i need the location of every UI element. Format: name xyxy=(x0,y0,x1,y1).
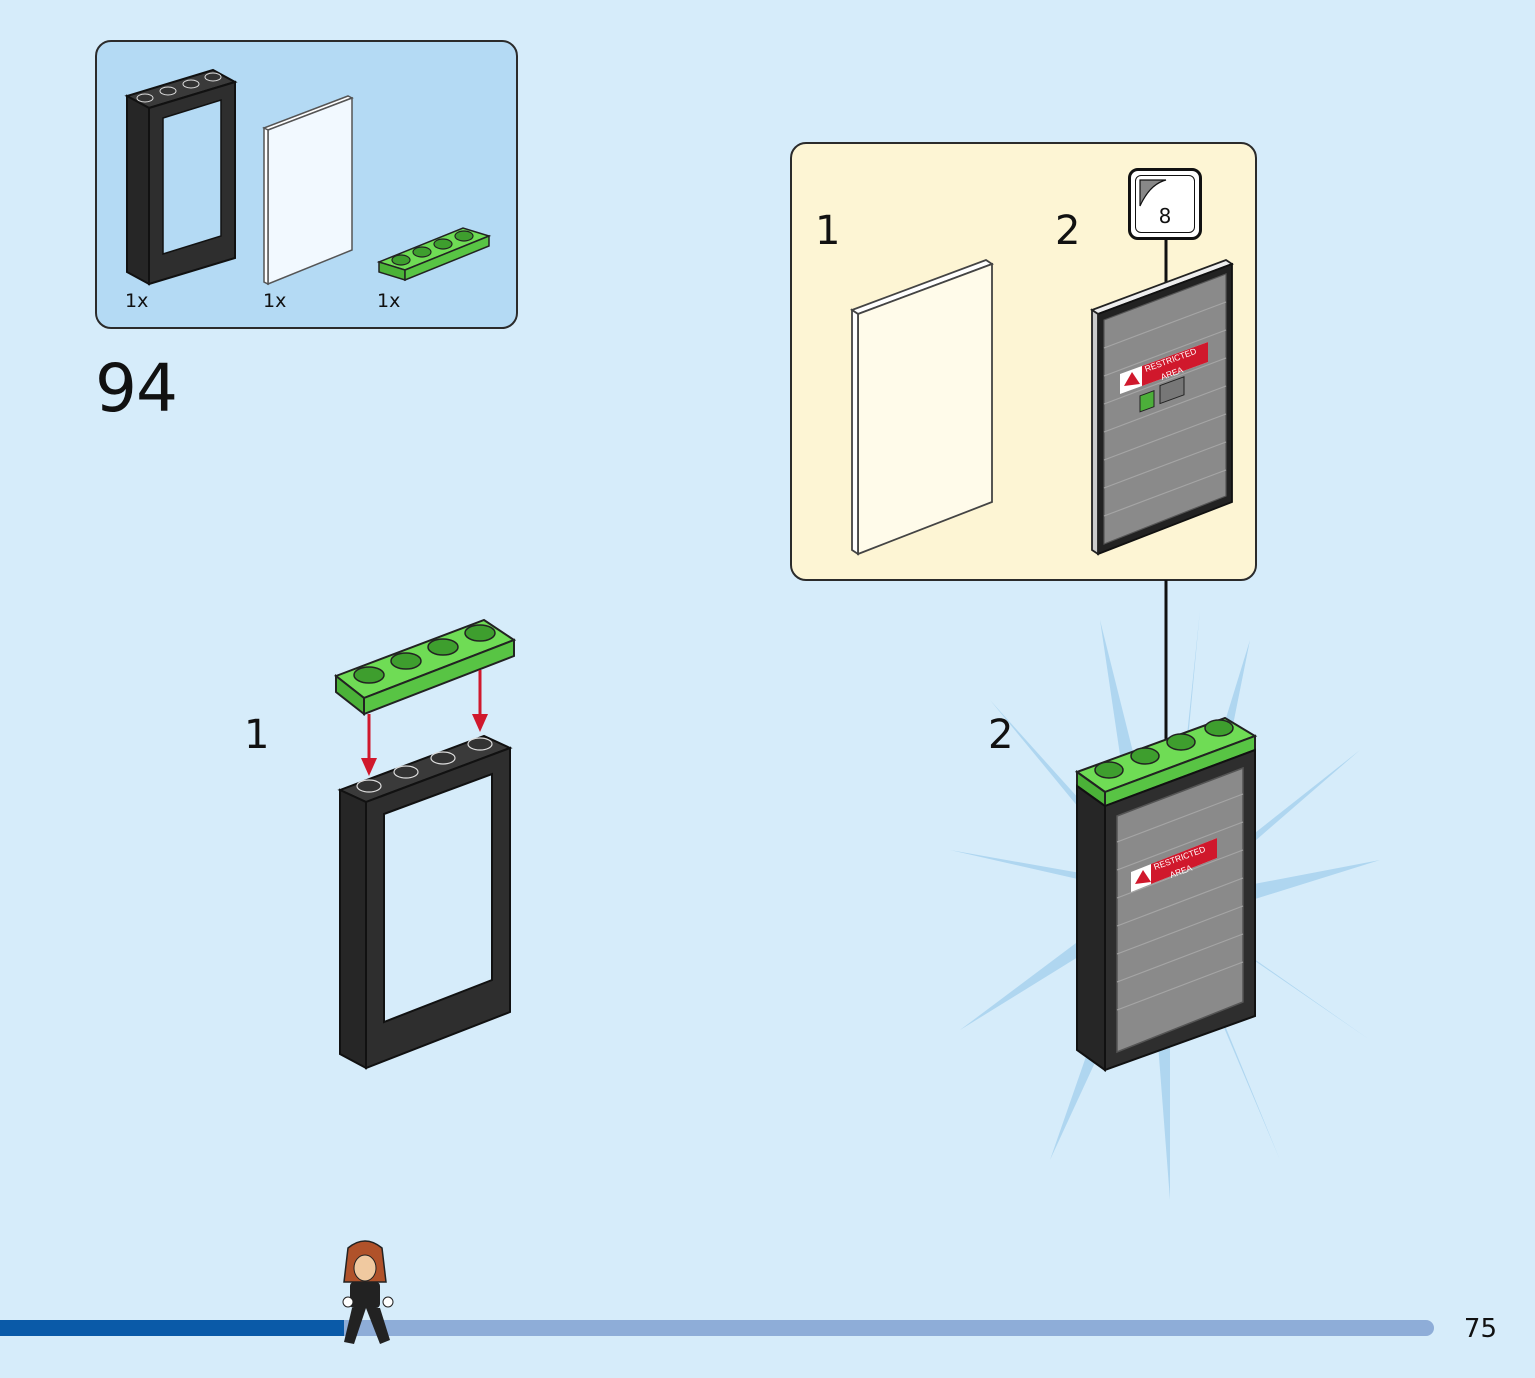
progress-bar xyxy=(0,1320,1434,1336)
green-plate-part xyxy=(376,227,492,282)
transparent-panel-part xyxy=(262,95,354,286)
sticker-number: 8 xyxy=(1158,204,1172,228)
page-number: 75 xyxy=(1463,1314,1497,1344)
callout-step-number: 1 xyxy=(815,208,841,254)
part-quantity: 1x xyxy=(125,290,149,312)
blank-panel-illustration xyxy=(850,258,994,556)
assembly-step-2-illustration: RESTRICTED AREA xyxy=(1074,716,1258,1072)
door-frame-part xyxy=(124,68,238,286)
callout-step-number: 2 xyxy=(1055,208,1081,254)
substep-number: 2 xyxy=(988,712,1014,758)
progress-bar-fill xyxy=(0,1320,344,1336)
step-number: 94 xyxy=(95,350,178,427)
parts-list-box: 1x 1x 1x xyxy=(95,40,518,329)
sticker-badge: 8 xyxy=(1128,168,1202,240)
part-quantity: 1x xyxy=(377,290,401,312)
part-quantity: 1x xyxy=(263,290,287,312)
substep-number: 1 xyxy=(244,712,270,758)
assembly-step-1-illustration xyxy=(333,618,517,1070)
sticker-icon: 8 xyxy=(1135,175,1195,233)
progress-minifigure-icon xyxy=(342,1240,394,1344)
stickered-panel-illustration: RESTRICTED AREA xyxy=(1090,258,1234,556)
